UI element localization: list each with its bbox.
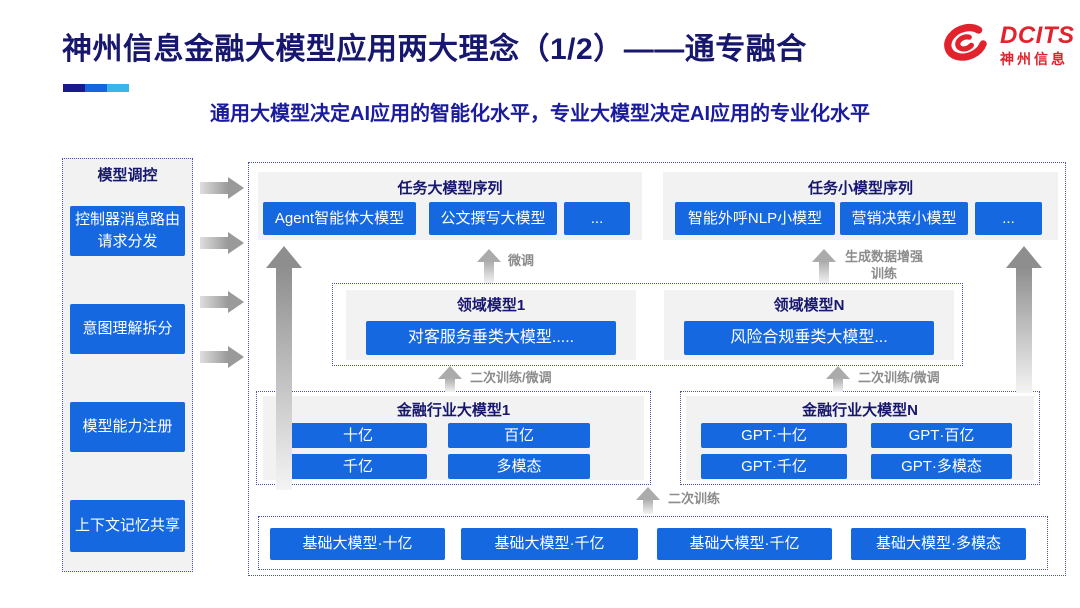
gen-data-label: 生成数据增强训练 (844, 249, 923, 281)
retrain-finetune-right-arrow-shaft-icon (833, 378, 843, 392)
flow-arrow-right-head-icon (228, 291, 244, 313)
logo-company-name: 神州信息 (1000, 51, 1068, 67)
retrain-finetune-right-arrow-icon (826, 366, 850, 379)
node-gpt-billion: GPT·十亿 (701, 423, 847, 448)
node-risk-compliance-vertical-model: 风险合规垂类大模型... (684, 321, 934, 355)
flow-arrow-up-big-left-shaft-icon (276, 267, 292, 490)
node-base-model-multimodal: 基础大模型·多模态 (851, 528, 1026, 560)
flow-arrow-right-icon (200, 182, 228, 194)
node-task-large-more: ... (564, 202, 630, 235)
retrain-finetune-left-label: 二次训练/微调 (470, 370, 552, 385)
task-small-title: 任务小模型序列 (807, 180, 913, 197)
flow-arrow-up-big-right-shaft-icon (1016, 267, 1032, 393)
sidebar-item-intent-split: 意图理解拆分 (70, 304, 185, 354)
node-multimodal: 多模态 (448, 454, 590, 479)
page-title: 神州信息金融大模型应用两大理念（1/2）——通专融合 (62, 33, 807, 66)
flow-arrow-right-icon (200, 351, 228, 363)
retrain-arrow-shaft-icon (643, 499, 653, 514)
retrain-arrow-icon (636, 487, 660, 500)
node-hundred-billion: 千亿 (289, 454, 427, 479)
flow-arrow-right-icon (200, 296, 228, 308)
fine-tune-arrow-shaft-icon (484, 261, 494, 283)
sidebar-item-context-share: 上下文记忆共享 (70, 500, 185, 552)
flow-arrow-up-big-left-icon (266, 246, 302, 268)
logo-swirl-icon (944, 23, 987, 61)
fine-tune-arrow-icon (477, 249, 501, 262)
flow-arrow-right-head-icon (228, 177, 244, 199)
domain-model-n-title: 领域模型N (773, 297, 845, 314)
node-document-writing-model: 公文撰写大模型 (429, 202, 557, 235)
sidebar-item-router-dispatch: 控制器消息路由请求分发 (70, 206, 185, 256)
flow-arrow-up-big-right-icon (1006, 246, 1042, 268)
node-outbound-nlp-small-model: 智能外呼NLP小模型 (675, 202, 835, 235)
node-base-model-billion: 基础大模型·十亿 (270, 528, 445, 560)
gen-data-arrow-shaft-icon (819, 261, 829, 283)
node-gpt-hundred-billion: GPT·千亿 (701, 454, 847, 479)
industry-model-1-title: 金融行业大模型1 (396, 402, 511, 419)
gen-data-arrow-icon (812, 249, 836, 262)
sidebar-item-capability-register: 模型能力注册 (70, 402, 185, 452)
flow-arrow-right-head-icon (228, 346, 244, 368)
retrain-finetune-right-label: 二次训练/微调 (858, 370, 940, 385)
industry-model-n-title: 金融行业大模型N (802, 402, 918, 419)
node-gpt-multimodal: GPT·多模态 (871, 454, 1012, 479)
dcits-logo: DCITS 神州信息 (938, 18, 1074, 72)
retrain-finetune-left-arrow-icon (438, 366, 462, 379)
node-task-small-more: ... (975, 202, 1042, 235)
task-large-title: 任务大模型序列 (397, 180, 503, 197)
flow-arrow-right-icon (200, 237, 228, 249)
fine-tune-label: 微调 (508, 253, 535, 268)
node-customer-service-vertical-model: 对客服务垂类大模型..... (366, 321, 616, 355)
accent-bar-segment-mid (85, 84, 107, 92)
node-ten-billion: 百亿 (448, 423, 590, 448)
sidebar-title: 模型调控 (97, 167, 158, 184)
flow-arrow-right-head-icon (228, 232, 244, 254)
logo-wordmark: DCITS (1000, 22, 1075, 49)
slide-subtitle: 通用大模型决定AI应用的智能化水平，专业大模型决定AI应用的专业化水平 (210, 103, 870, 125)
node-agent-large-model: Agent智能体大模型 (263, 202, 416, 235)
node-billion: 十亿 (289, 423, 427, 448)
node-base-model-hundred-billion-2: 基础大模型·千亿 (657, 528, 832, 560)
node-base-model-hundred-billion-1: 基础大模型·千亿 (461, 528, 638, 560)
accent-bar-segment-light (107, 84, 129, 92)
node-gpt-ten-billion: GPT·百亿 (871, 423, 1012, 448)
node-marketing-decision-small-model: 营销决策小模型 (840, 202, 968, 235)
retrain-finetune-left-arrow-shaft-icon (445, 378, 455, 392)
accent-bar-segment-dark (63, 84, 85, 92)
domain-model-1-title: 领域模型1 (456, 297, 526, 314)
retrain-label: 二次训练 (668, 491, 721, 506)
